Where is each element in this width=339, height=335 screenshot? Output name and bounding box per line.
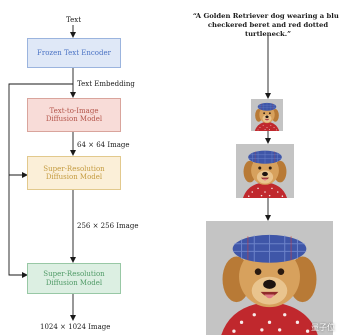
sr1-label-line1: Super-Resolution [43,164,105,173]
text-to-image-model-box: Text-to-Image Diffusion Model [27,98,121,132]
input-text-label: Text [66,16,82,24]
t2i-label-line2: Diffusion Model [45,115,103,123]
sr2-label-line2: Diffusion Model [45,278,103,287]
edge-64-label: 64 × 64 Image [77,141,130,149]
super-resolution-model-1-box: Super-Resolution Diffusion Model [27,156,121,190]
dog-image-256 [236,144,294,198]
encoder-label: Frozen Text Encoder [37,48,111,57]
dog-image-1024 [206,221,333,335]
super-resolution-model-2-box: Super-Resolution Diffusion Model [27,263,121,294]
prompt-line-2: checkered beret and red dotted turtlenec… [207,21,329,38]
text-embedding-label: Text Embedding [77,80,135,88]
arrow-embedding-to-sr2 [8,83,73,278]
prompt-line-1: “A Golden Retriever dog wearing a blue [192,12,339,20]
dog-image-64 [251,99,283,131]
watermark-text: 量子位 [311,323,335,332]
sr2-label-line1: Super-Resolution [43,270,105,278]
output-label: 1024 × 1024 Image [40,323,111,331]
frozen-text-encoder-box: Frozen Text Encoder [27,38,121,68]
prompt-text: “A Golden Retriever dog wearing a blue c… [186,12,339,39]
edge-256-label: 256 × 256 Image [77,222,139,230]
t2i-label-line1: Text-to-Image [49,106,99,115]
sr1-label-line2: Diffusion Model [45,173,103,181]
